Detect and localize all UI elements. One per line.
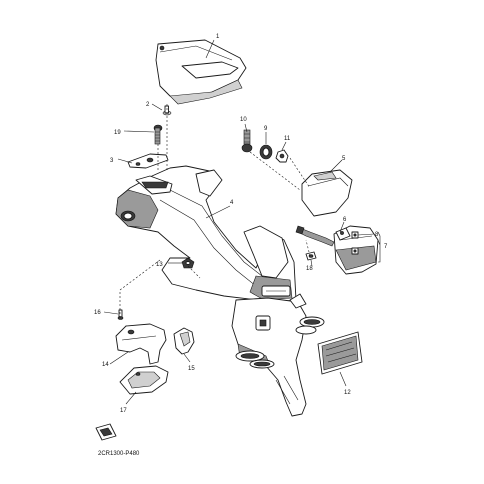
- front-direction-icon: [95, 423, 117, 441]
- part-13-nut: [181, 257, 195, 269]
- callout-2: 2: [146, 102, 150, 108]
- callout-9: 9: [264, 126, 268, 132]
- callout-15: 15: [188, 366, 195, 372]
- part-3-plate: [127, 153, 169, 169]
- callout-4: 4: [230, 200, 234, 206]
- diagram-code: 2CR1300-P480: [98, 451, 140, 457]
- part-12-reflector: [317, 331, 363, 375]
- part-19-bolt: [153, 124, 163, 145]
- leader-lines: [103, 39, 381, 405]
- part-15-clip: [173, 327, 195, 355]
- part-16-screw: [117, 309, 124, 320]
- part-9-bushing: [259, 144, 273, 160]
- part-14-bracket: [115, 323, 167, 365]
- callout-12: 12: [344, 390, 351, 396]
- part-6-bulb-socket: [335, 227, 351, 241]
- part-1-rear-cover: [155, 39, 247, 105]
- callout-18: 18: [306, 266, 313, 272]
- part-17-bracket: [119, 365, 169, 395]
- callout-17: 17: [120, 408, 127, 414]
- callout-11: 11: [284, 136, 291, 142]
- callout-6: 6: [343, 217, 347, 223]
- part-4-fender-bracket: [115, 165, 297, 303]
- part-10-bolt: [241, 129, 253, 153]
- callout-3: 3: [110, 158, 114, 164]
- callout-5: 5: [342, 156, 346, 162]
- part-8-screw: [351, 231, 359, 255]
- part-4-lower-section: [231, 293, 325, 417]
- part-11-nut: [275, 149, 289, 163]
- callout-labels: 1 2 3 4 5 6 7 8 9 10 11 12 13 14 15 16 1…: [94, 34, 388, 414]
- assembly-lines: [119, 104, 311, 318]
- part-5-cover: [301, 169, 353, 217]
- callout-14: 14: [102, 362, 109, 368]
- callout-8: 8: [375, 232, 379, 238]
- lamp-wire: [295, 225, 335, 247]
- part-18-grommet: [305, 251, 317, 261]
- callout-13: 13: [156, 262, 163, 268]
- callout-7: 7: [384, 244, 388, 250]
- callout-19: 19: [114, 130, 121, 136]
- callout-16: 16: [94, 310, 101, 316]
- callout-10: 10: [240, 117, 247, 123]
- callout-1: 1: [216, 34, 220, 40]
